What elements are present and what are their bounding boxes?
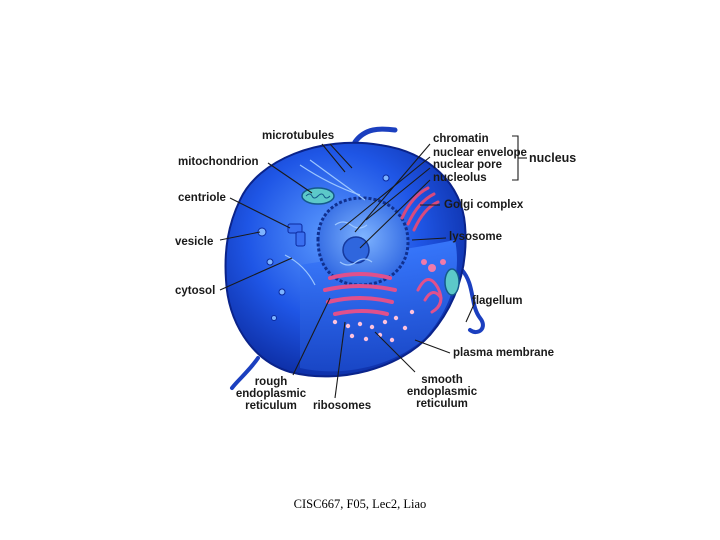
label-rough-er-line2: endoplasmic [235,388,307,400]
label-nucleolus: nucleolus [433,172,487,184]
label-rough-er-line3: reticulum [245,400,297,412]
label-smooth-er-line3: reticulum [416,398,468,410]
ribosomes-shape [332,309,415,343]
label-nucleus: nucleus [529,151,577,165]
label-lysosome: lysosome [449,231,503,243]
label-smooth-er: smooth endoplasmic reticulum [403,374,481,410]
leader-lines [219,135,527,399]
label-rough-er-line1: rough [254,376,288,388]
nucleus-shape [316,196,410,287]
label-rough-er: rough endoplasmic reticulum [232,376,310,412]
label-chromatin: chromatin [433,133,489,145]
label-golgi-complex: Golgi complex [444,199,524,211]
centriole-shape [287,223,306,247]
rough-er-shape [323,272,397,316]
label-centriole: centriole [178,192,226,204]
smooth-er-shape [416,259,446,314]
label-nuclear-envelope: nuclear envelope [433,147,527,159]
slide-footer: CISC667, F05, Lec2, Liao [293,497,427,511]
label-microtubules: microtubules [262,130,335,142]
label-nuclear-pore: nuclear pore [433,159,503,171]
label-smooth-er-line1: smooth [421,374,463,386]
label-flagellum: flagellum [472,295,523,307]
label-vesicle: vesicle [175,236,214,248]
label-cytosol: cytosol [175,285,216,297]
label-plasma-membrane: plasma membrane [453,347,554,359]
mitochondria-shapes [301,187,460,296]
label-smooth-er-line2: endoplasmic [406,386,478,398]
microtubules-shape [284,159,366,286]
label-mitochondrion: mitochondrion [178,156,259,168]
golgi-complex-shape [400,186,440,232]
label-ribosomes: ribosomes [313,400,372,412]
